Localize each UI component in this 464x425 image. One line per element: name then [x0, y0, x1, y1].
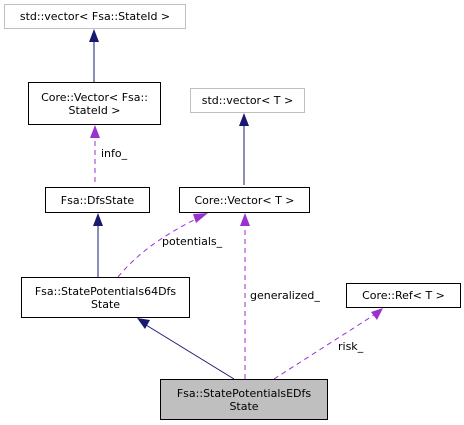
edge-core-vector-stateid-to-std-vector	[89, 29, 99, 82]
node-std-vector-t[interactable]: std::vector< T >	[190, 88, 305, 113]
node-label-line: Core::Ref< T >	[362, 289, 445, 302]
edge-info	[90, 125, 100, 182]
node-state-potentials-e-dfs-state[interactable]: Fsa::StatePotentialsEDfs State	[160, 379, 328, 420]
node-label-line: State	[90, 297, 121, 311]
node-label-line: std::vector< Fsa::StateId >	[19, 10, 171, 23]
node-label-line: Fsa::DfsState	[60, 193, 135, 207]
node-label-line: State	[229, 399, 259, 413]
node-state-potentials64-dfs-state[interactable]: Fsa::StatePotentials64Dfs State	[21, 277, 190, 318]
node-core-vector-t[interactable]: Core::Vector< T >	[179, 187, 310, 213]
node-core-vector-stateid[interactable]: Core::Vector< Fsa:: StateId >	[28, 82, 161, 125]
node-std-vector-stateid[interactable]: std::vector< Fsa::StateId >	[4, 4, 186, 29]
edge-label-generalized: generalized_	[250, 289, 320, 302]
node-label-line: std::vector< T >	[201, 94, 294, 107]
node-label-line: Fsa::StatePotentials64Dfs	[34, 284, 177, 298]
edge-generalized	[240, 213, 250, 379]
edge-statepotentials64-inheritance	[137, 318, 235, 380]
edge-potentials	[117, 213, 208, 278]
node-core-ref-t[interactable]: Core::Ref< T >	[346, 283, 461, 308]
node-label-line: Core::Vector< T >	[194, 193, 295, 207]
edge-label-risk: risk_	[338, 340, 364, 353]
edge-risk	[273, 308, 383, 380]
edge-label-potentials: potentials_	[162, 235, 223, 248]
edge-dfsstate-inheritance	[93, 213, 103, 277]
node-label-line: StateId >	[68, 103, 121, 117]
edge-core-vector-t-to-std-vector	[239, 113, 249, 185]
node-fsa-dfsstate[interactable]: Fsa::DfsState	[45, 187, 150, 213]
node-label-line: Fsa::StatePotentialsEDfs	[176, 386, 312, 400]
edge-label-info: info_	[101, 147, 128, 160]
node-label-line: Core::Vector< Fsa::	[41, 90, 148, 104]
